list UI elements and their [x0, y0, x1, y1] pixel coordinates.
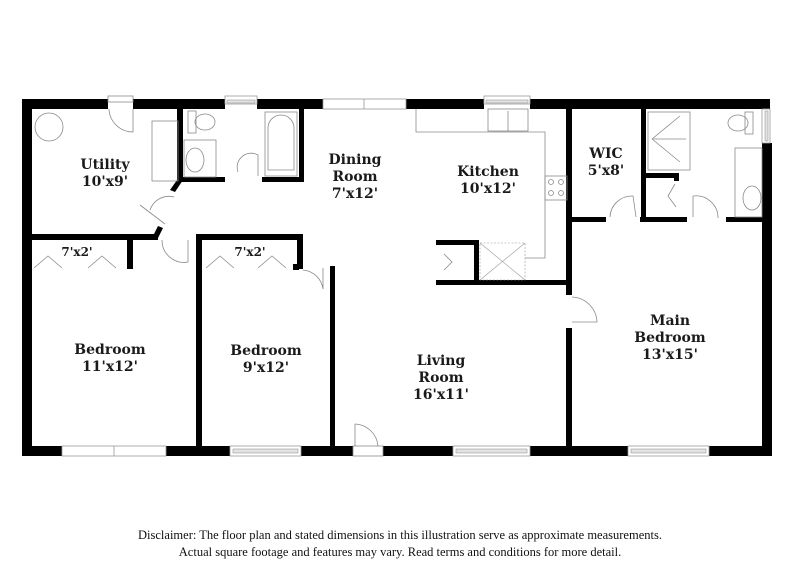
room-label-utility: Utility 10'x9': [80, 157, 129, 191]
room-label-living-room: Living Room 16'x11': [413, 353, 469, 404]
room-name-line1: Main: [649, 313, 691, 329]
room-dimensions: 10'x9': [81, 174, 129, 190]
interior-walls: [22, 109, 766, 451]
room-name-line1: Living: [416, 353, 466, 369]
room-name: Bedroom: [230, 343, 302, 359]
doors: [107, 95, 719, 457]
room-label-main-bedroom: Main Bedroom 13'x15': [634, 313, 705, 364]
room-name-line2: Room: [332, 169, 378, 185]
refrigerator-icon: [479, 242, 526, 281]
room-dimensions: 11'x12': [82, 359, 138, 375]
fixtures: [33, 108, 763, 281]
washer-dryer-icon: [151, 120, 179, 182]
disclaimer-line-2: Actual square footage and features may v…: [178, 545, 622, 559]
water-heater-icon: [34, 112, 64, 142]
room-name-line1: Dining: [328, 152, 382, 168]
room-dimensions: 13'x15': [642, 347, 698, 363]
bifold-door-icon: [443, 253, 453, 271]
room-name-line2: Room: [418, 370, 464, 386]
disclaimer-line-1: Disclaimer: The floor plan and stated di…: [138, 528, 662, 542]
room-name: Bedroom: [74, 342, 146, 358]
toilet-icon: [727, 114, 749, 132]
room-label-bedroom-2: Bedroom 9'x12': [230, 343, 301, 377]
room-name-line2: Bedroom: [634, 330, 706, 346]
room-dimensions: 9'x12': [242, 360, 290, 376]
shower-icon: [647, 111, 691, 171]
room-label-wic: WIC 5'x8': [588, 146, 624, 180]
windows: [61, 95, 771, 457]
room-dimensions: 16'x11': [413, 387, 469, 403]
room-dimensions: 5'x8': [587, 163, 625, 179]
bathtub-icon: [264, 111, 298, 177]
toilet-icon: [194, 113, 216, 131]
room-label-dining-room: Dining Room 7'x12': [329, 152, 382, 203]
room-name: Utility: [80, 157, 130, 173]
kitchen-counter: [415, 109, 546, 259]
exterior-walls: [22, 99, 772, 456]
room-name: Kitchen: [457, 164, 519, 180]
sink-icon: [742, 185, 762, 211]
room-name: WIC: [589, 146, 623, 162]
stove-icon: [544, 175, 568, 201]
disclaimer: Disclaimer: The floor plan and stated di…: [0, 527, 800, 561]
room-label-bedroom-1: Bedroom 11'x12': [74, 342, 145, 376]
bifold-door-icon: [667, 183, 677, 208]
sink-icon: [185, 147, 205, 173]
room-label-kitchen: Kitchen 10'x12': [457, 164, 519, 198]
closet-label-bedroom-1: 7'x2': [61, 245, 93, 259]
room-dimensions: 7'x12': [331, 186, 379, 202]
closet-label-bedroom-2: 7'x2': [234, 245, 266, 259]
room-dimensions: 10'x12': [460, 181, 516, 197]
